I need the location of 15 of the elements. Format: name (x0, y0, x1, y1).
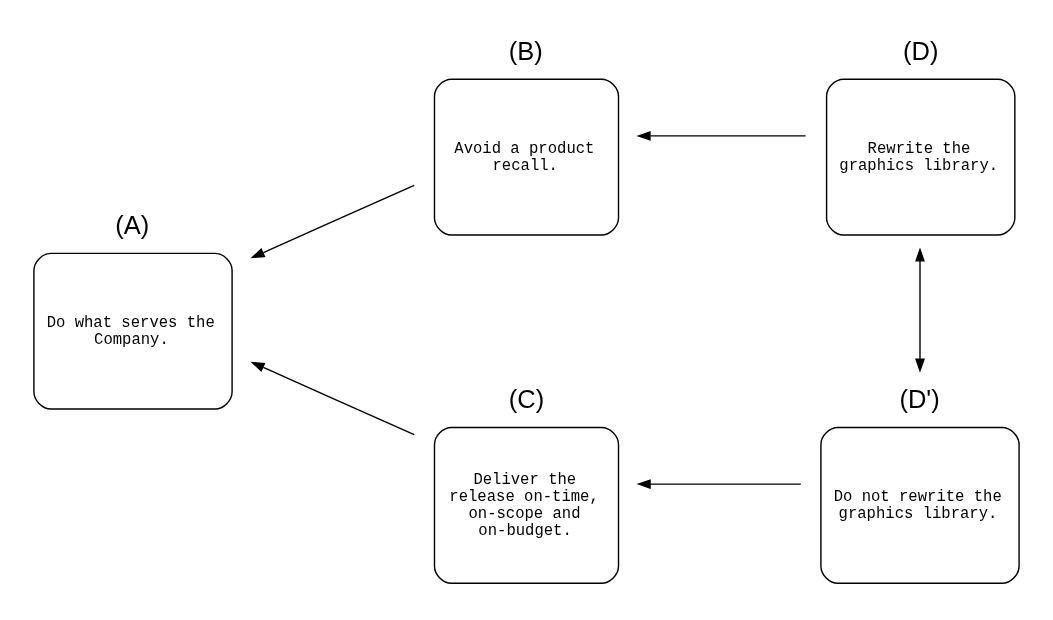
arrow (250, 361, 415, 436)
node-box: Rewrite the graphics library. (825, 78, 1016, 236)
node-label: (C) (508, 385, 545, 414)
arrow (250, 184, 415, 259)
node-label: (D) (903, 37, 939, 66)
node-box: Do what serves the Company. (33, 252, 233, 410)
node-label: (A) (115, 211, 150, 240)
node-box: Avoid a product recall. (433, 78, 620, 236)
arrow (915, 247, 925, 373)
arrow (636, 130, 807, 141)
arrow (636, 479, 802, 490)
node-box: Do not rewrite the graphics library. (820, 426, 1020, 584)
node-label: (D') (899, 385, 940, 414)
node-box: Deliver the release on-time, on-scope and on-budget. (433, 426, 620, 584)
node-label: (B) (508, 37, 543, 66)
